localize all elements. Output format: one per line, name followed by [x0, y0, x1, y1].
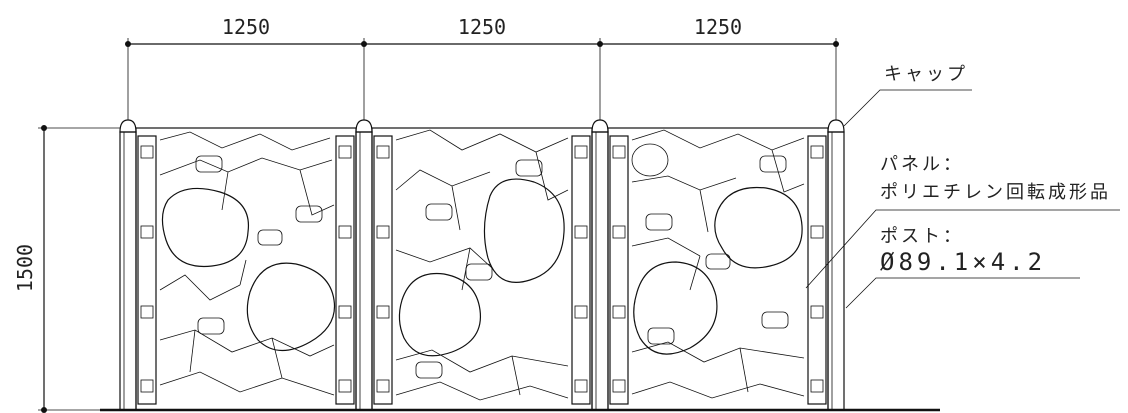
- height-dimension: 1500: [13, 125, 120, 413]
- post-2: [355, 119, 373, 411]
- dimension-width-3: 1250: [694, 15, 742, 39]
- panel-3: [607, 127, 829, 411]
- cap-label: キャップ: [884, 64, 968, 85]
- panel-title-label: パネル：: [880, 154, 964, 175]
- post-4: [827, 119, 845, 411]
- leader-lines: [805, 89, 1120, 309]
- dimension-width-2: 1250: [458, 15, 506, 39]
- posts: [119, 119, 845, 411]
- panel-2: [371, 127, 593, 411]
- dimension-width-1: 1250: [222, 15, 270, 39]
- dimension-height: 1500: [13, 244, 37, 292]
- top-dimension: 1250 1250 1250: [125, 15, 839, 120]
- panel-1: [135, 127, 357, 411]
- post-1: [119, 119, 137, 411]
- post-title-label: ポスト：: [880, 226, 964, 247]
- post-spec-label: Ø89.1×4.2: [880, 248, 1046, 276]
- post-3: [591, 119, 609, 411]
- panel-material-label: ポリエチレン回転成形品: [880, 182, 1111, 203]
